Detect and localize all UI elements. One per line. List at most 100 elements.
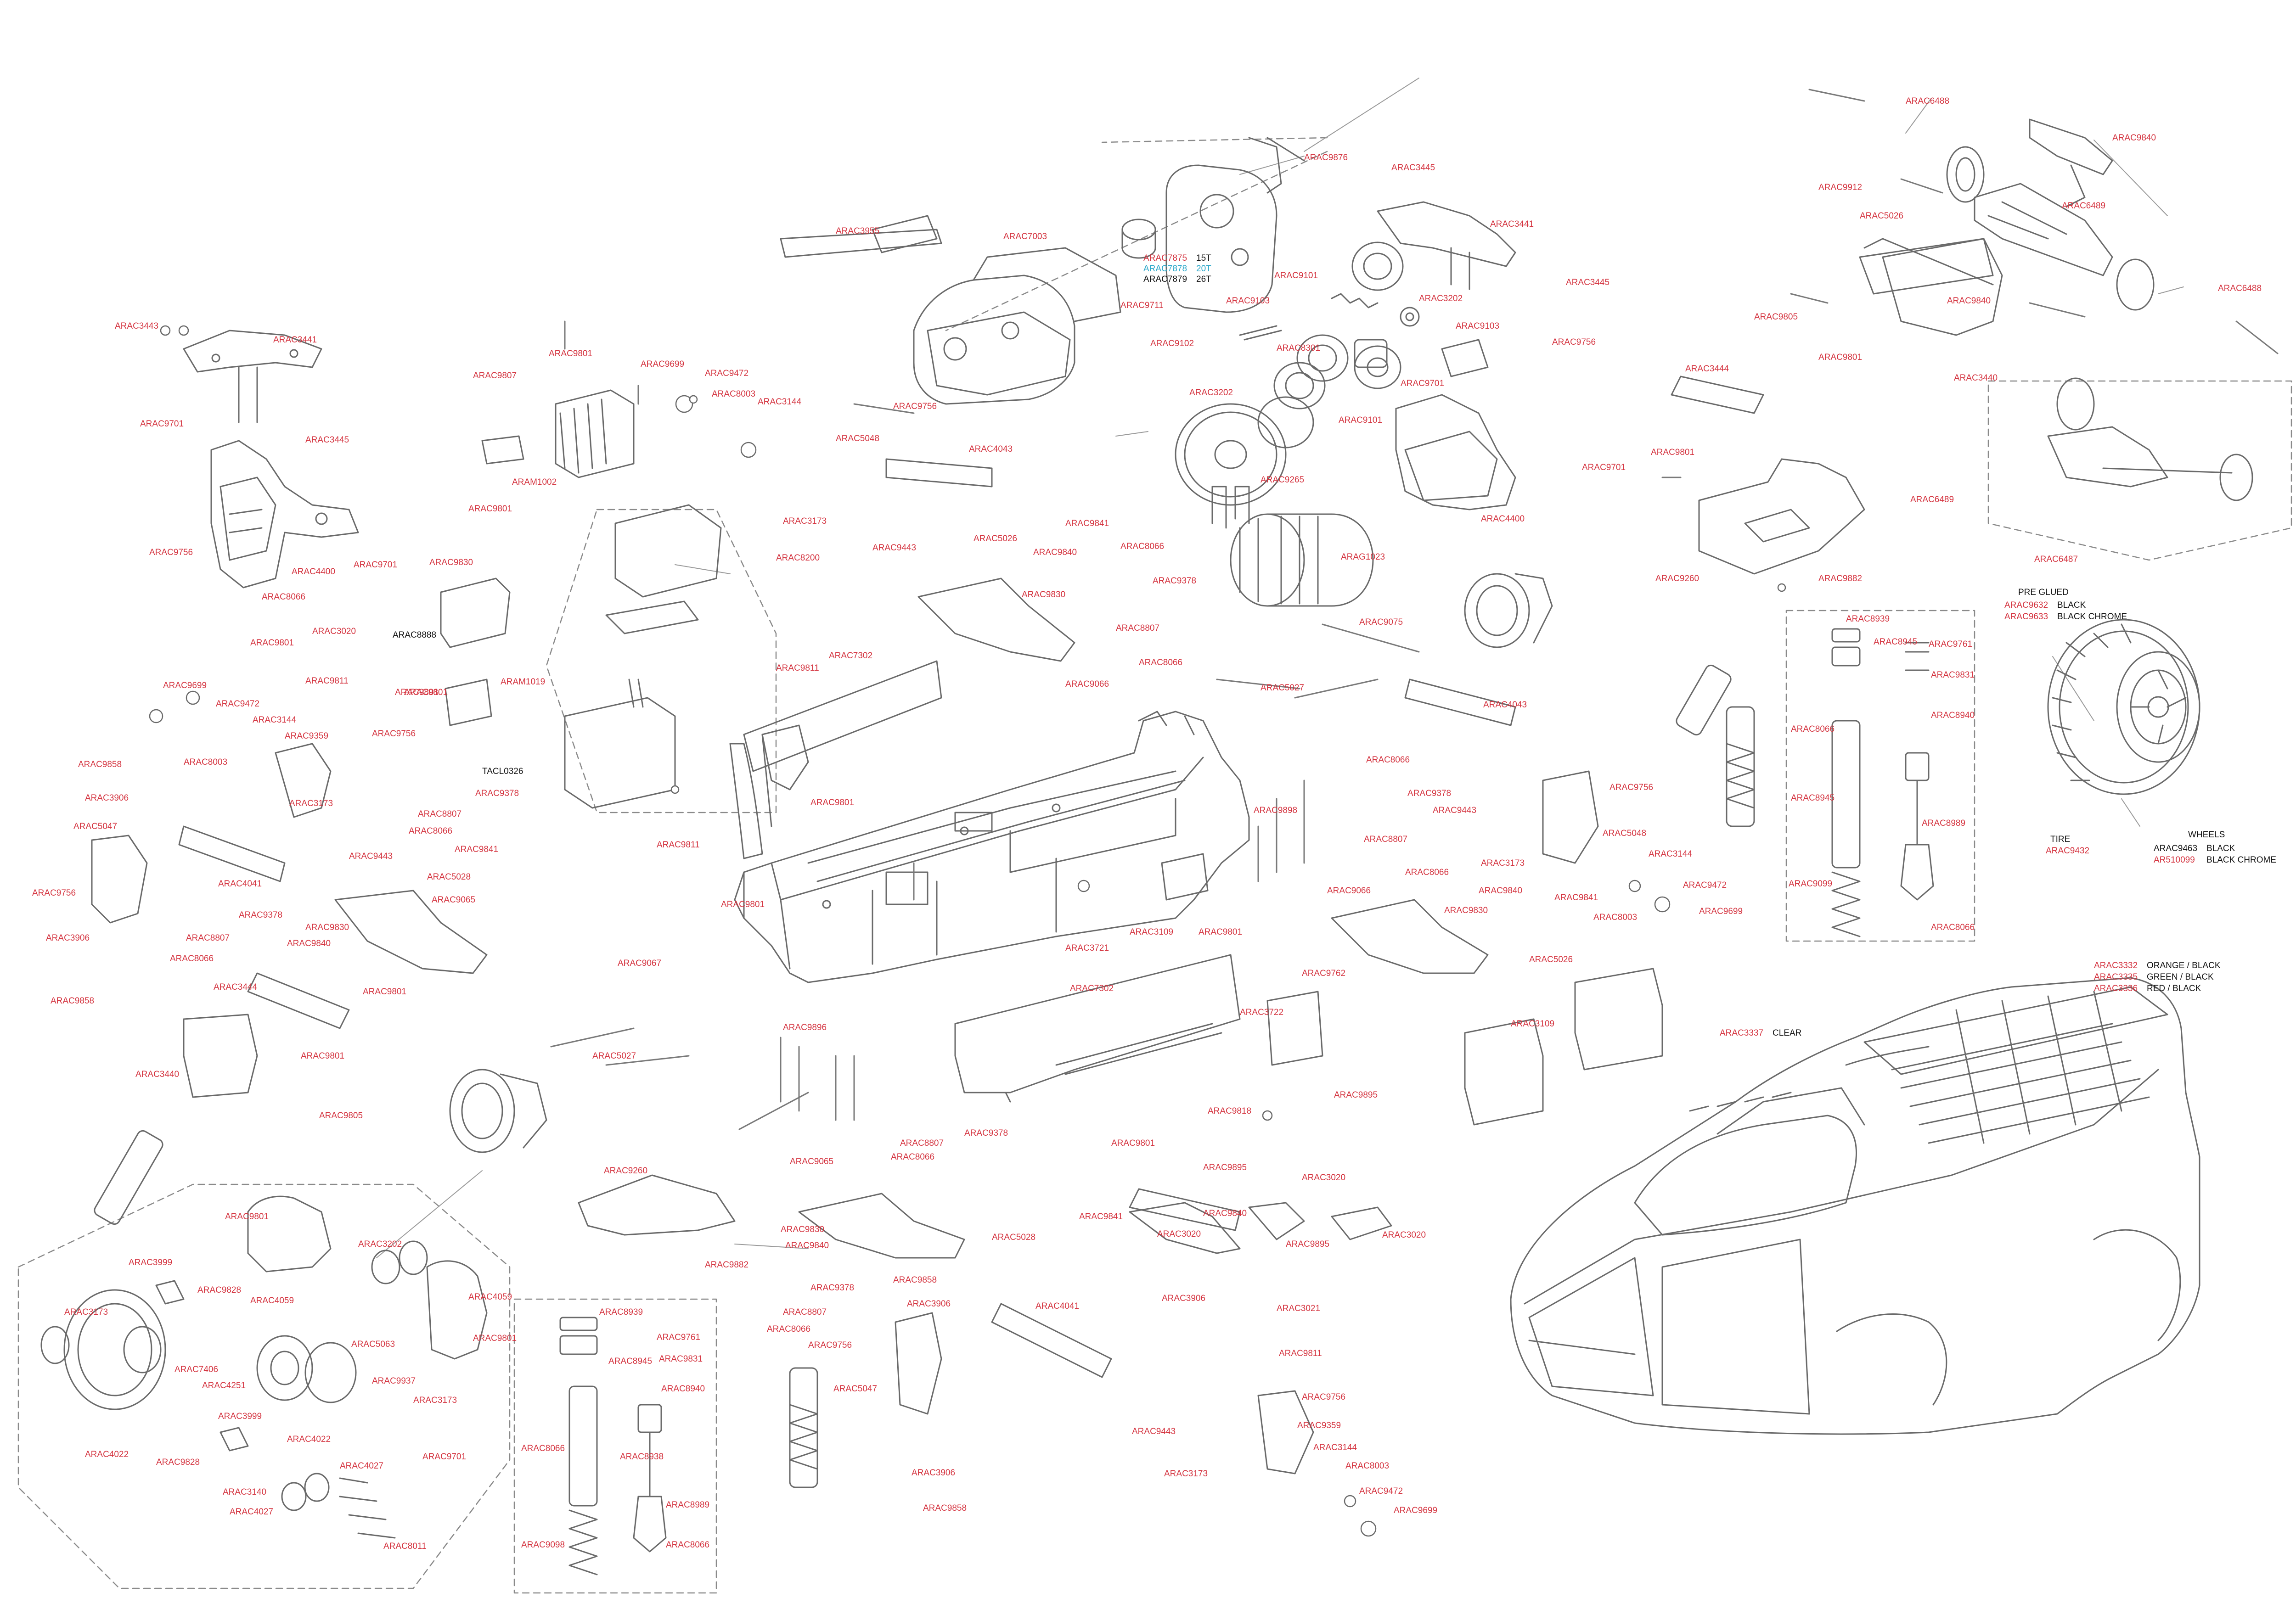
part-label: ARAC3332 (2094, 961, 2138, 970)
part-label: PRE GLUED (2018, 588, 2069, 597)
part-label: ARAC9762 (1302, 969, 1346, 978)
part-label: ARAC4022 (287, 1435, 331, 1444)
part-label: ARAC9831 (659, 1354, 703, 1364)
part-label: ARAC9065 (790, 1157, 834, 1166)
part-label: ARAM1019 (501, 677, 546, 687)
diff-box-outline (17, 1183, 511, 1589)
part-label: ARAC9443 (349, 852, 393, 861)
part-label: ARAC9841 (1065, 519, 1109, 528)
part-label: ARAC3445 (305, 435, 349, 445)
part-label: ARAC7302 (829, 651, 873, 661)
diff-ring-gear (63, 1289, 166, 1410)
rear-skid (1698, 458, 1865, 575)
part-label: ARAC4400 (292, 567, 336, 577)
part-label: ARAC9801 (1818, 353, 1863, 362)
part-label: ARAC3999 (129, 1258, 173, 1267)
part-label: ARAC9066 (1065, 679, 1109, 689)
part-label: ARAC9840 (785, 1241, 829, 1250)
part-label: ARAC9840 (1203, 1209, 1247, 1218)
part-label: ARAC9801 (721, 900, 765, 909)
part-label: ARAC3173 (783, 516, 827, 526)
esc-receiver-box-outline (546, 509, 777, 813)
part-label: ARAC9830 (781, 1225, 825, 1234)
part-label: ARAC9701 (422, 1452, 467, 1462)
part-label: ARAG1023 (1341, 552, 1385, 562)
part-label: ARAC3906 (1162, 1294, 1206, 1303)
part-label: ARAC9378 (239, 910, 283, 920)
part-label: 20T (1196, 264, 1211, 274)
part-label: BLACK CHROME (2057, 612, 2127, 622)
part-label: ARAC5027 (592, 1051, 636, 1061)
part-label: ARAC9443 (1433, 806, 1477, 815)
part-label: ARAC9378 (964, 1128, 1008, 1138)
part-label: ARAC9756 (32, 888, 76, 898)
part-label: ARAC9830 (305, 923, 349, 932)
part-label: ARAC9265 (1261, 475, 1305, 485)
center-driveshafts (178, 229, 1516, 1378)
part-label: ARAC9801 (473, 1334, 517, 1343)
part-label: ARAC9472 (1683, 880, 1727, 890)
part-label: ARAC3955 (836, 226, 880, 236)
part-label: ARAC3722 (1240, 1008, 1284, 1017)
part-label: ARAC8066 (521, 1444, 565, 1453)
part-label: ARAM1002 (512, 477, 557, 487)
part-label: ARAC3109 (1130, 927, 1174, 937)
part-label: ARAC9811 (657, 840, 700, 850)
chassis-tub (734, 711, 1250, 983)
part-label: ARAC3445 (1566, 278, 1610, 287)
part-label: ARAC9828 (197, 1285, 242, 1295)
part-label: ARAC9882 (705, 1260, 749, 1270)
part-label: ARAC6488 (2218, 284, 2262, 293)
part-label: ARAC3336 (2094, 984, 2138, 993)
part-label: ARAC9699 (163, 681, 207, 690)
part-label: ARAC4251 (202, 1381, 246, 1390)
part-label: ARAC8945 (608, 1357, 653, 1366)
part-label: ARAC9756 (372, 729, 416, 739)
part-label: ARAC3144 (253, 715, 297, 725)
part-label: ARAC3144 (1313, 1443, 1357, 1452)
part-label: ARAC7003 (1003, 232, 1047, 241)
part-label: ARAC8011 (383, 1542, 427, 1551)
part-label: AR510099 (2154, 855, 2195, 865)
part-label: ARAC9811 (305, 676, 349, 686)
part-label: ARAC8807 (783, 1307, 827, 1317)
part-label: ARAC3173 (413, 1396, 457, 1405)
part-label: ARAC9756 (1302, 1392, 1346, 1402)
side-guard (729, 660, 942, 859)
part-label: ARAC9472 (705, 369, 749, 378)
part-label: ARAC9756 (1552, 337, 1596, 347)
part-label: ARAC9066 (1327, 886, 1371, 896)
part-label: ARAC9359 (1297, 1421, 1341, 1430)
part-label: ARAC3020 (1382, 1230, 1426, 1240)
part-label: ARAC9830 (429, 558, 473, 567)
gearbox-housing (913, 247, 1121, 405)
part-label: BLACK (2057, 600, 2086, 610)
part-label: ARAC8066 (1931, 923, 1975, 932)
part-label: ARAC9876 (1304, 153, 1348, 163)
part-label: ARAC5028 (992, 1233, 1036, 1242)
part-label: ARAC8938 (620, 1452, 664, 1462)
part-label: ARAC9378 (810, 1283, 855, 1293)
part-label: ARAC9801 (301, 1051, 345, 1061)
part-label: ARAC9828 (156, 1458, 200, 1467)
part-label: ARAC9756 (149, 548, 193, 557)
dashed-group-outline (17, 137, 2292, 1594)
part-label: ARAC9699 (641, 359, 685, 369)
part-label: WHEELS (2188, 830, 2225, 840)
part-label: ARAC5047 (73, 822, 118, 831)
part-label: ARAC8301 (1277, 343, 1321, 353)
part-label: ARAC5028 (427, 872, 471, 882)
part-label: ARAC9801 (1199, 927, 1243, 937)
spur-gear (1175, 403, 1287, 506)
part-label: ARAC8807 (900, 1138, 944, 1148)
part-label: BLACK (2206, 844, 2235, 853)
hardware-pins (550, 89, 2279, 1130)
part-label: ARAC9701 (140, 419, 184, 429)
part-label: ARAC9801 (363, 987, 407, 997)
gear-cover (1165, 137, 1305, 313)
part-label: ARAC9801 (549, 349, 593, 359)
part-label: ARAC3906 (912, 1468, 956, 1478)
part-label: ARAC9830 (1444, 906, 1488, 915)
part-label: ARAC9101 (1339, 415, 1383, 425)
